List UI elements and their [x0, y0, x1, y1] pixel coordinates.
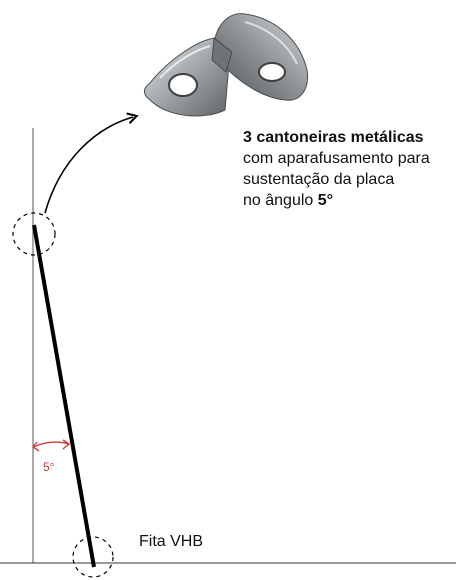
top-fixing-point-circle [12, 212, 56, 256]
bracket-description: 3 cantoneiras metálicas com aparafusamen… [243, 127, 453, 211]
angle-arc-arrow-left [31, 441, 40, 452]
angle-arc [32, 441, 70, 448]
metal-corner-bracket-icon [143, 13, 309, 117]
bracket-line-4-prefix: no ângulo [243, 192, 318, 209]
bracket-line-2: com aparafusamento para [243, 150, 430, 167]
bracket-line-4: no ângulo 5° [243, 190, 453, 211]
arrow-icon [44, 112, 139, 214]
bracket-line-3: sustentação da placa [243, 171, 395, 188]
angle-label: 5° [43, 460, 55, 474]
angle-arc-arrow-right [62, 439, 71, 450]
bracket-title: 3 cantoneiras metálicas [243, 129, 424, 146]
bottom-tape-point-circle [72, 536, 114, 578]
bracket-angle-value: 5° [317, 192, 334, 209]
inclined-panel-line [32, 224, 96, 568]
tape-label: Fita VHB [139, 533, 204, 550]
